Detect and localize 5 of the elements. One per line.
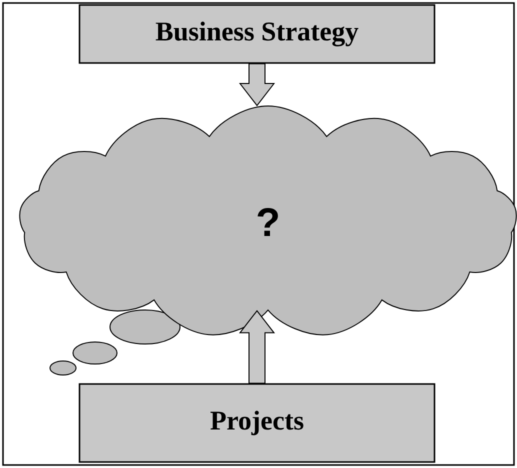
thought-cloud: ? [19, 106, 517, 336]
text-box: Business Strategy [78, 4, 436, 64]
block-arrow [238, 63, 276, 106]
text-box: Projects [78, 383, 436, 463]
block-arrow [238, 310, 276, 384]
